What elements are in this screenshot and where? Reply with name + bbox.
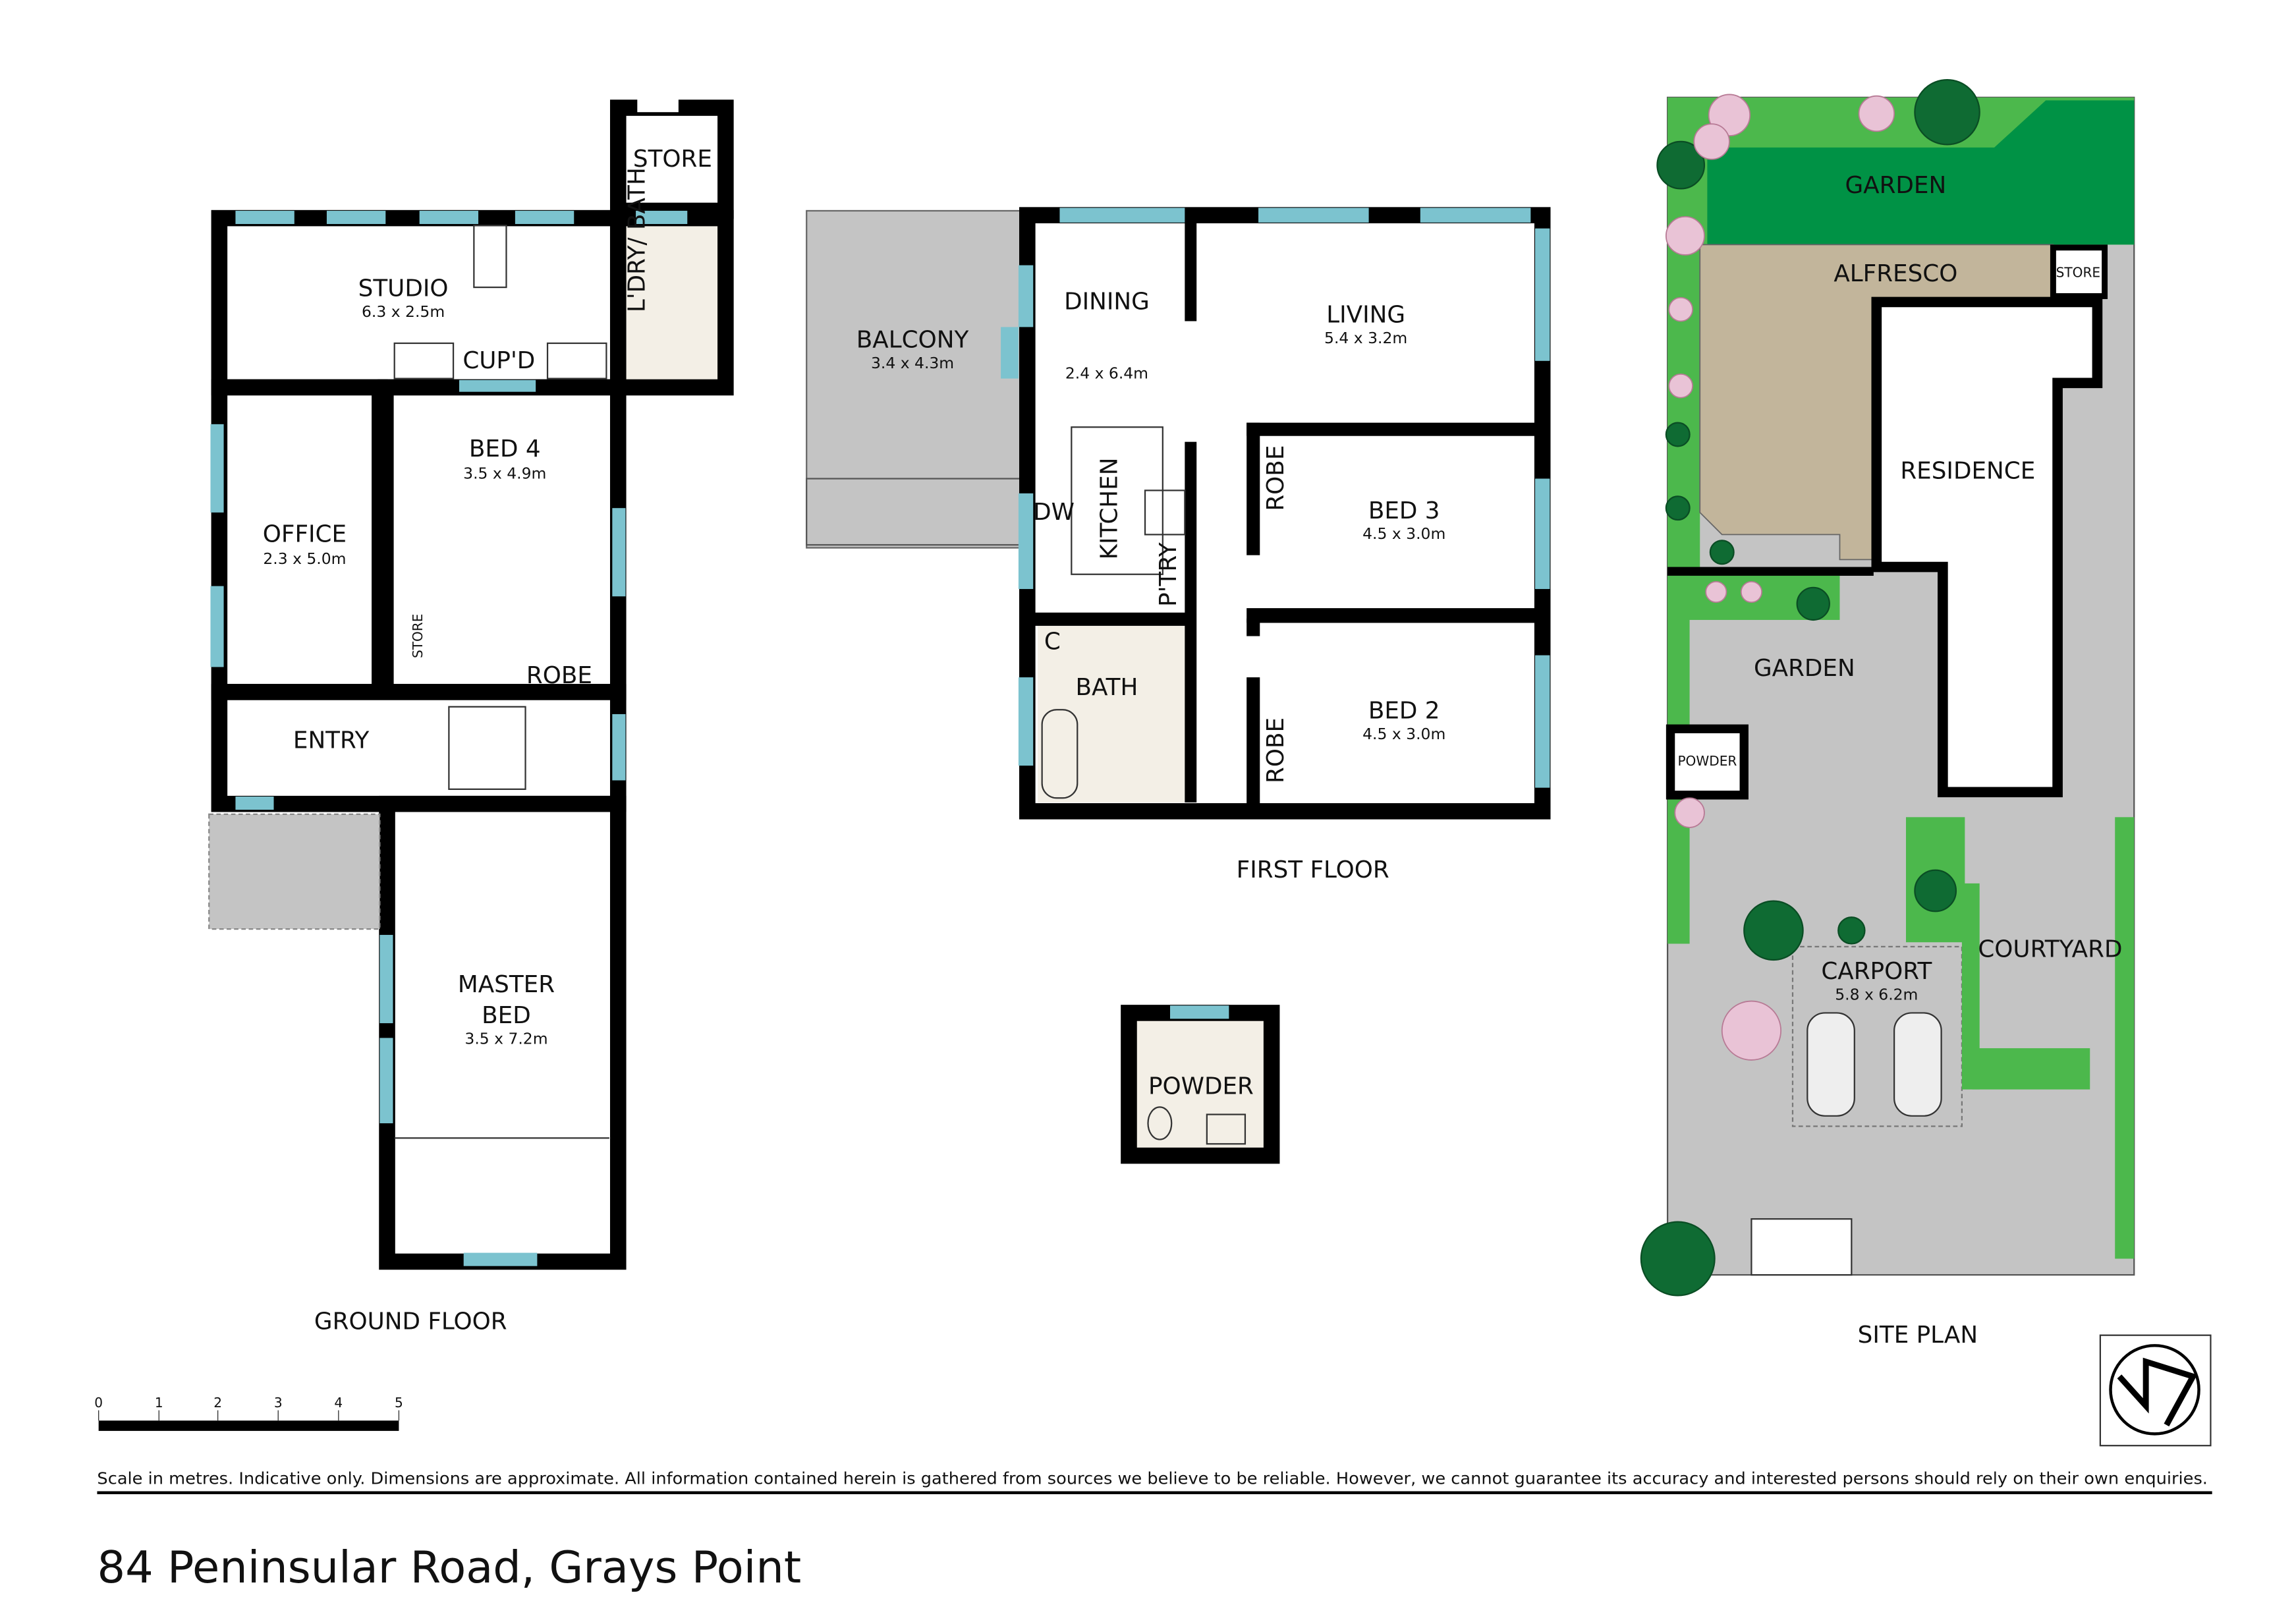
carport-dimensions: 5.8 x 6.2m bbox=[1835, 985, 1918, 1003]
scale-tick: 0 bbox=[94, 1395, 103, 1411]
site-powder-label: POWDER bbox=[1677, 753, 1737, 769]
scale-tick: 3 bbox=[274, 1395, 283, 1411]
master-bed-label-1: MASTER bbox=[458, 971, 555, 998]
robe-label: ROBE bbox=[526, 662, 592, 689]
car-icon bbox=[1893, 1012, 1942, 1117]
bed4-dimensions: 3.5 x 4.9m bbox=[463, 464, 546, 483]
bed2-dimensions: 4.5 x 3.0m bbox=[1362, 725, 1445, 743]
bed4-label: BED 4 bbox=[469, 435, 541, 462]
balcony-stairs bbox=[806, 478, 1021, 546]
entry-label: ENTRY bbox=[293, 727, 370, 754]
cupboard-c-label: C bbox=[1044, 629, 1061, 656]
studio-label: STUDIO bbox=[358, 275, 449, 302]
entry-room bbox=[211, 684, 627, 812]
bed3-label: BED 3 bbox=[1368, 497, 1440, 524]
master-bed-room bbox=[379, 795, 627, 1270]
site-plan: GARDEN ALFRESCO STORE RESIDENCE GARDEN P… bbox=[1640, 78, 2135, 1349]
scale-tick: 2 bbox=[213, 1395, 222, 1411]
scale-tick: 4 bbox=[334, 1395, 343, 1411]
robe3-label: ROBE bbox=[1262, 445, 1289, 511]
alfresco-label: ALFRESCO bbox=[1834, 260, 1957, 287]
living-label: LIVING bbox=[1326, 302, 1405, 329]
dishwasher-label: DW bbox=[1033, 499, 1075, 526]
kitchen-label: KITCHEN bbox=[1096, 458, 1123, 560]
residence-outline bbox=[1871, 296, 2103, 798]
garden-mid-label: GARDEN bbox=[1754, 655, 1855, 682]
residence-label: RESIDENCE bbox=[1900, 458, 2035, 485]
site-plan-title: SITE PLAN bbox=[1858, 1322, 1978, 1349]
studio-dimensions: 6.3 x 2.5m bbox=[362, 302, 445, 321]
cupboard-label: CUP'D bbox=[462, 347, 535, 374]
robe2-label: ROBE bbox=[1262, 717, 1289, 783]
store-label: STORE bbox=[633, 146, 712, 173]
windows-first bbox=[1001, 208, 1550, 788]
living-dimensions: 5.4 x 3.2m bbox=[1324, 329, 1407, 347]
first-floor-plan: BALCONY 3.4 x 4.3m DINING 2.4 x 6.4m LIV… bbox=[806, 207, 1551, 883]
tree-icons bbox=[1640, 78, 1980, 1297]
bed3-dimensions: 4.5 x 3.0m bbox=[1362, 524, 1445, 543]
garden-top-label: GARDEN bbox=[1845, 172, 1946, 199]
ground-floor-plan: STORE STUDIO 6.3 x 2.5m L'DRY/ BATH CUP'… bbox=[208, 88, 734, 1335]
master-bed-dimensions: 3.5 x 7.2m bbox=[464, 1029, 547, 1048]
site-store-label: STORE bbox=[2056, 264, 2101, 280]
car-icon bbox=[1806, 1012, 1855, 1117]
dining-label: DINING bbox=[1064, 289, 1150, 316]
scale-tick: 5 bbox=[395, 1395, 403, 1411]
windows bbox=[210, 210, 688, 1266]
balcony-dimensions: 3.4 x 4.3m bbox=[871, 354, 954, 372]
powder-plan: POWDER bbox=[1121, 1005, 1280, 1164]
footer-divider bbox=[97, 1491, 2212, 1494]
laundry-label: L'DRY/ BATH bbox=[623, 167, 650, 312]
office-label: OFFICE bbox=[263, 521, 347, 548]
carport-label: CARPORT bbox=[1821, 958, 1932, 985]
patio bbox=[208, 813, 381, 930]
north-arrow-icon bbox=[2099, 1334, 2212, 1447]
property-address: 84 Peninsular Road, Grays Point bbox=[97, 1542, 801, 1593]
first-floor-title: FIRST FLOOR bbox=[1237, 856, 1389, 883]
scale-tick: 1 bbox=[155, 1395, 163, 1411]
powder-label: POWDER bbox=[1148, 1073, 1254, 1100]
scale-bar: 0 1 2 3 4 5 bbox=[94, 1395, 403, 1431]
dining-dimensions: 2.4 x 6.4m bbox=[1065, 364, 1148, 383]
bed2-label: BED 2 bbox=[1368, 698, 1440, 725]
stair-store-label: STORE bbox=[410, 614, 426, 659]
disclaimer-text: Scale in metres. Indicative only. Dimens… bbox=[97, 1469, 2208, 1488]
pantry-label: P'TRY bbox=[1155, 542, 1182, 607]
courtyard-label: COURTYARD bbox=[1978, 936, 2122, 963]
master-bed-label-2: BED bbox=[482, 1002, 531, 1029]
ground-floor-title: GROUND FLOOR bbox=[314, 1308, 507, 1335]
balcony-label: BALCONY bbox=[856, 327, 969, 354]
office-dimensions: 2.3 x 5.0m bbox=[263, 549, 346, 568]
bath-label: BATH bbox=[1076, 674, 1138, 701]
